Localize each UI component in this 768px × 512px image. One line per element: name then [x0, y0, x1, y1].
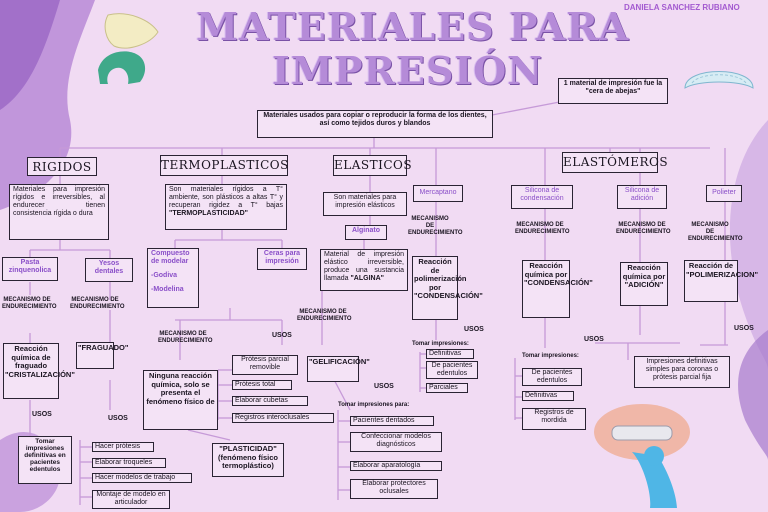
silicona-condensacion: Silicona de condensación: [511, 185, 573, 209]
impression-tray-hand-illustration: [594, 404, 690, 508]
gelificacion: "GELIFICACIÓN": [307, 356, 370, 382]
intro-definition: Materiales usados para copiar o reproduc…: [257, 110, 493, 138]
yesos-mechanism-label: MECANISMO DE ENDURECIMIENTO: [70, 297, 125, 310]
page-title-line2: IMPRESIÓN: [272, 48, 544, 93]
poli-mechanism-label: MECANISMO DE ENDURECIMIENTO: [688, 222, 743, 242]
polieter-use: Impresiones definitivas simples para cor…: [634, 356, 730, 388]
merc-use-2: De pacientes edentulos: [426, 361, 478, 379]
rigidos-description: Materiales para impresión rígidos e irre…: [9, 184, 109, 240]
category-elasticos: ELASTICOS: [333, 155, 412, 176]
pasta-use: Tomar impresiones definitivas en pacient…: [18, 436, 72, 484]
elasticos-use-3: Elaborar aparatología: [350, 461, 442, 471]
alginato: Alginato: [345, 225, 387, 240]
adic-mechanism-label: MECANISMO DE ENDURECIMIENTO: [616, 222, 671, 235]
category-rigidos: RIGIDOS: [27, 157, 97, 176]
compuesto-de-modelar: Compuesto de modelar -Godiva -Modelina: [147, 248, 199, 308]
merc-tomar: Tomar impresiones:: [412, 341, 469, 347]
sil-tomar: Tomar impresiones:: [522, 353, 579, 359]
rigidos-usos-label-1: USOS: [32, 411, 52, 418]
yesos-use-3: Hacer modelos de trabajo: [92, 473, 192, 483]
elasticos-description: Son materiales para impresión elásticos: [323, 192, 407, 216]
termo-use-2: Prótesis total: [232, 380, 292, 390]
merc-usos-label: USOS: [464, 326, 484, 333]
elasticos-use-1: Pacientes dentados: [350, 416, 434, 426]
merc-mechanism-label: MECANISMO DE ENDURECIMIENTO: [408, 216, 463, 236]
termo-usos-label: USOS: [272, 332, 292, 339]
elasticos-mechanism-label: MECANISMO DE ENDURECIMIENTO: [297, 309, 352, 322]
alginato-description: Material de impresión elástico irreversi…: [320, 249, 408, 291]
alginato-description-bold: "ALGINA": [350, 275, 384, 282]
compuesto-label: Compuesto de modelar: [151, 250, 190, 265]
polieter-mechanism: Reacción de "POLIMERIZACION": [684, 260, 758, 302]
merc-use-3: Parciales: [426, 383, 468, 393]
polieter: Polieter: [706, 185, 742, 202]
elasticos-usos-label: USOS: [374, 383, 394, 390]
author-name: DANIELA SANCHEZ RUBIANO: [624, 3, 740, 12]
condensacion-mechanism: Reacción química por "CONDENSACIÓN": [522, 260, 593, 318]
termo-mechanism-label: MECANISMO DE ENDURECIMIENTO: [158, 331, 213, 344]
rigidos-usos-label-2: USOS: [108, 415, 128, 422]
page-title-line1: MATERIALES PARA: [196, 4, 630, 49]
termo-use-3: Elaborar cubetas: [232, 396, 308, 406]
termo-description: Son materiales rígidos a T° ambiente, so…: [165, 184, 287, 230]
mercaptano: Mercaptano: [413, 185, 463, 202]
elasticos-tomar: Tomar impresiones para:: [338, 402, 410, 408]
sil-usos-label: USOS: [584, 336, 604, 343]
first-material-note: 1 material de impresión fue la "cera de …: [558, 78, 668, 104]
pasta-mechanism-label: MECANISMO DE ENDURECIMIENTO: [2, 297, 57, 310]
ceras-para-impresion: Ceras para impresión: [257, 248, 307, 270]
adicion-mechanism: Reacción química por "ADICIÓN": [620, 262, 668, 306]
yesos-use-1: Hacer prótesis: [92, 442, 154, 452]
termo-use-4: Registros interoclusales: [232, 413, 334, 423]
poli-usos-label: USOS: [734, 325, 754, 332]
category-elastomeros: ELASTÓMEROS: [562, 152, 668, 173]
pasta-mechanism: Reacción química de fraguado "CRISTALIZA…: [3, 343, 75, 399]
termo-description-bold: "TERMOPLASTICIDAD": [169, 210, 248, 217]
yesos-dentales: Yesos dentales: [85, 258, 133, 282]
yesos-mechanism: "FRAGUADO": [76, 342, 128, 369]
sil-use-2: Definitivas: [522, 391, 574, 401]
dental-tray-illustration: [98, 13, 159, 84]
termo-use-1: Prótesis parcial removible: [232, 355, 298, 375]
cond-mechanism-label: MECANISMO DE ENDURECIMIENTO: [515, 222, 570, 235]
sil-use-3: Registros de mordida: [522, 408, 586, 430]
mercaptano-mechanism: Reacción de polimerización por "CONDENSA…: [412, 256, 483, 320]
godiva-label: -Godiva: [151, 272, 178, 279]
elasticos-use-2: Confeccionar modelos diagnósticos: [350, 432, 442, 452]
merc-use-1: Definitivas: [426, 349, 474, 359]
yesos-use-4: Montaje de modelo en articulador: [92, 490, 170, 509]
category-termoplasticos: TERMOPLASTICOS: [160, 155, 288, 176]
alginato-description-text: Material de impresión elástico irreversi…: [324, 251, 404, 282]
termo-description-text: Son materiales rígidos a T° ambiente, so…: [169, 186, 283, 209]
silicona-adicion: Silicona de adición: [617, 185, 667, 209]
dental-arch-illustration: [684, 71, 754, 89]
modelina-label: -Modelina: [151, 286, 184, 293]
sil-use-1: De pacientes edentulos: [522, 368, 582, 386]
yesos-use-2: Elaborar troqueles: [92, 458, 166, 468]
plasticidad: "PLASTICIDAD" (fenómeno físico termoplás…: [212, 443, 284, 477]
pasta-zinquenolica: Pasta zinquenolica: [2, 257, 58, 281]
elasticos-use-4: Elaborar protectores oclusales: [350, 479, 438, 499]
termo-mechanism: Ninguna reacción química, solo se presen…: [143, 370, 218, 430]
